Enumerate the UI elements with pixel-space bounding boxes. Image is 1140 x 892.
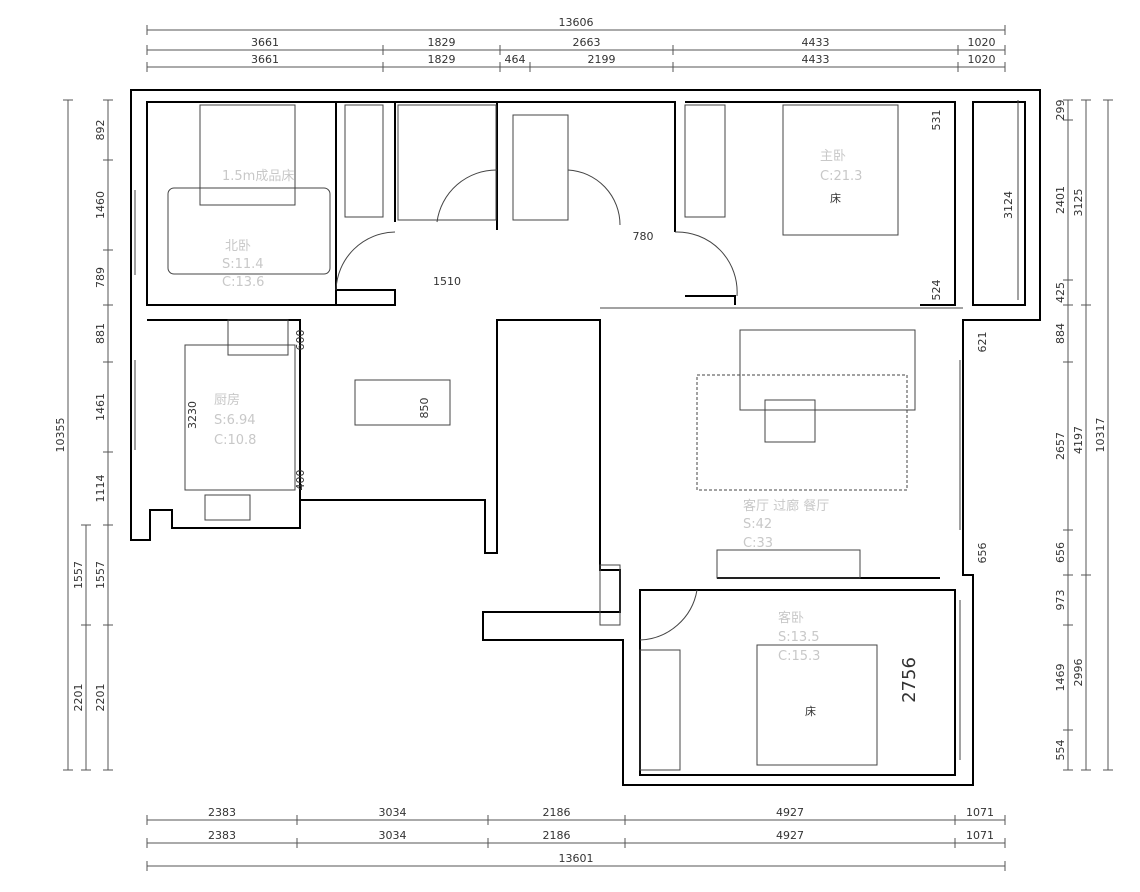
- right-inner-value: 2401: [1054, 186, 1067, 214]
- top-row2-value: 4433: [802, 53, 830, 66]
- left-total-value: 10355: [54, 418, 67, 453]
- living-area: S:42: [743, 517, 772, 532]
- guest-bedroom-area: S:13.5: [778, 630, 820, 645]
- kitchen-area: S:6.94: [214, 413, 256, 428]
- guest-bedroom-name: 客卧: [778, 610, 804, 626]
- room-labels: 1.5m成品床 北卧 S:11.4 C:13.6 主卧 C:21.3 床 厨房 …: [214, 149, 862, 718]
- north-bedroom-bed-label: 1.5m成品床: [222, 169, 294, 184]
- interior-dimension: 780: [633, 230, 654, 243]
- top-row1-value: 1020: [968, 36, 996, 49]
- top-total-value: 13606: [559, 16, 594, 29]
- furniture: [134, 100, 1019, 771]
- left-inner-value: 1557: [94, 561, 107, 589]
- kitchen-name: 厨房: [214, 392, 240, 408]
- bottom-row2-value: 2186: [543, 829, 571, 842]
- left-inner-value: 1461: [94, 393, 107, 421]
- bottom-row2-value: 3034: [379, 829, 407, 842]
- left-inner-value: 2201: [94, 684, 107, 712]
- top-row1-value: 4433: [802, 36, 830, 49]
- right-mid-value: 2996: [1072, 659, 1085, 687]
- interior-dimension: 656: [976, 543, 989, 564]
- guest-bedroom-dimension: 2756: [899, 657, 920, 703]
- right-inner-value: 1469: [1054, 664, 1067, 692]
- right-inner-value: 299: [1054, 100, 1067, 121]
- north-bedroom-area: S:11.4: [222, 257, 264, 272]
- right-inner-value: 884: [1054, 323, 1067, 344]
- north-bedroom-name: 北卧: [225, 239, 251, 254]
- right-inner-value: 554: [1054, 740, 1067, 761]
- bottom-total-value: 13601: [559, 852, 594, 865]
- master-bedroom-name: 主卧: [820, 149, 846, 164]
- left-inner-value: 881: [94, 323, 107, 344]
- right-inner-value: 973: [1054, 590, 1067, 611]
- left-outer-value: 1557: [72, 561, 85, 589]
- interior-dimension: 3124: [1002, 191, 1015, 219]
- guest-bedroom-bed-label: 床: [805, 704, 816, 718]
- kitchen-ceiling: C:10.8: [214, 433, 256, 448]
- bottom-row1-value: 4927: [776, 806, 804, 819]
- north-bedroom-ceiling: C:13.6: [222, 275, 264, 290]
- left-inner-value: 789: [94, 267, 107, 288]
- right-mid-value: 4197: [1072, 426, 1085, 454]
- top-row2-value: 1020: [968, 53, 996, 66]
- bottom-row1-value: 2186: [543, 806, 571, 819]
- master-bedroom-ceiling: C:21.3: [820, 169, 862, 184]
- top-row2-value: 2199: [588, 53, 616, 66]
- top-row1-value: 3661: [251, 36, 279, 49]
- interior-dimension: 3230: [186, 401, 199, 429]
- interior-dimension: 1510: [433, 275, 461, 288]
- left-inner-value: 1460: [94, 191, 107, 219]
- interior-dimension: 531: [930, 110, 943, 131]
- right-mid-value: 3125: [1072, 189, 1085, 217]
- left-inner-value: 892: [94, 120, 107, 141]
- living-name: 客厅 过廊 餐厅: [743, 498, 829, 514]
- interior-dimension: 850: [418, 398, 431, 419]
- left-outer-value: 2201: [72, 684, 85, 712]
- bottom-row2-value: 2383: [208, 829, 236, 842]
- interior-dimension: 621: [976, 332, 989, 353]
- left-inner-value: 1114: [94, 475, 107, 503]
- interior-dimension: 400: [294, 470, 307, 491]
- bottom-row2-value: 1071: [966, 829, 994, 842]
- bottom-row1-value: 1071: [966, 806, 994, 819]
- master-bedroom-bed-label: 床: [830, 191, 841, 205]
- interior-dimension: 524: [930, 280, 943, 301]
- top-row2-value: 1829: [428, 53, 456, 66]
- guest-bedroom-ceiling: C:15.3: [778, 649, 820, 664]
- top-row2-value: 464: [505, 53, 526, 66]
- right-inner-value: 425: [1054, 282, 1067, 303]
- top-row2-value: 3661: [251, 53, 279, 66]
- right-inner-value: 656: [1054, 542, 1067, 563]
- bottom-row2-value: 4927: [776, 829, 804, 842]
- living-ceiling: C:33: [743, 536, 773, 551]
- bottom-row1-value: 3034: [379, 806, 407, 819]
- interior-dimension: 600: [294, 330, 307, 351]
- top-row1-value: 1829: [428, 36, 456, 49]
- dimension-lines: 13606 3661 1829 2663 4433 1020 3661 1829 464 2199…: [54, 16, 1113, 871]
- right-total-value: 10317: [1094, 418, 1107, 453]
- right-inner-value: 2657: [1054, 432, 1067, 460]
- top-row1-value: 2663: [573, 36, 601, 49]
- bottom-row1-value: 2383: [208, 806, 236, 819]
